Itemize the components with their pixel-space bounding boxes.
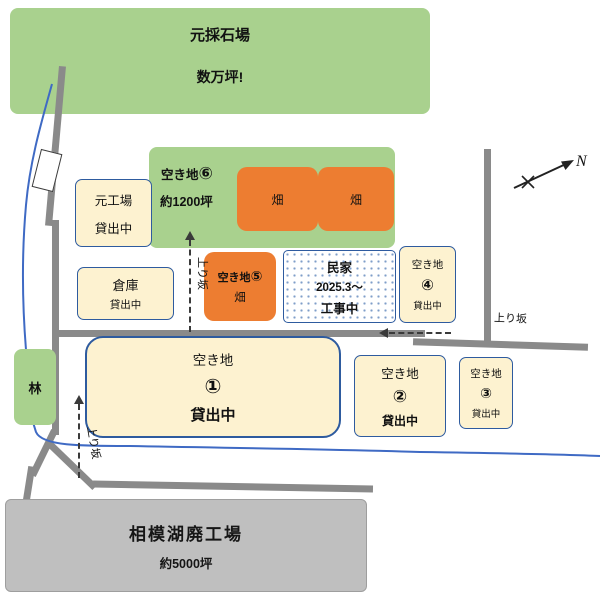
slope-arrow-mid-head-icon — [185, 231, 195, 240]
river-path — [22, 83, 600, 457]
abandoned-factory-size: 約5000坪 — [159, 556, 213, 571]
slope-label-mid: 上り坂 — [196, 257, 208, 290]
lot4: 空き地 ④ 貸出中 — [399, 246, 456, 323]
slope-arrow-right-head-icon — [379, 328, 388, 338]
area-former-quarry: 元採石場 数万坪! — [10, 8, 430, 114]
slope-arrow-left — [78, 404, 80, 478]
slope-arrow-right — [389, 332, 451, 334]
field-a: 畑 — [237, 167, 318, 231]
lot3: 空き地 ③ 貸出中 — [459, 357, 513, 429]
north-arrow-icon: N — [513, 153, 588, 189]
house-date: 2025.3〜 — [316, 281, 363, 294]
north-label: N — [575, 153, 588, 170]
abandoned-factory: 相模湖廃工場 約5000坪 — [5, 499, 367, 592]
quarry-name: 元採石場 — [189, 27, 250, 44]
abandoned-factory-name: 相模湖廃工場 — [129, 524, 243, 544]
lot6-number: ⑥ — [198, 164, 213, 183]
forest: 林 — [14, 349, 56, 425]
lot6-label-text: 空き地 — [161, 168, 199, 182]
road-main-horizontal — [53, 330, 425, 337]
slope-arrow-left-head-icon — [74, 395, 84, 404]
warehouse-name: 倉庫 — [112, 278, 139, 293]
lot4-status: 貸出中 — [413, 301, 442, 312]
former-factory-status: 貸出中 — [94, 221, 133, 236]
quarry-size: 数万坪! — [196, 69, 244, 85]
field-b: 畑 — [318, 167, 394, 231]
lot2: 空き地 ② 貸出中 — [354, 355, 446, 437]
lot6-size: 約1200坪 — [160, 195, 213, 209]
lot6-label: 空き地⑥ — [161, 164, 213, 184]
slope-arrow-mid — [189, 240, 191, 332]
lot4-number: ④ — [421, 277, 434, 294]
lot1-status: 貸出中 — [190, 407, 236, 424]
lot5: 空き地⑤ 畑 — [204, 252, 276, 321]
lot2-number: ② — [392, 387, 408, 406]
lot5-use: 畑 — [234, 292, 246, 304]
lot3-status: 貸出中 — [471, 409, 501, 420]
road-right-vertical — [484, 149, 491, 345]
former-factory: 元工場 貸出中 — [75, 179, 152, 247]
slope-label-right: 上り坂 — [493, 312, 528, 326]
lot1-label: 空き地 — [192, 353, 234, 368]
lot5-label: 空き地⑤ — [218, 268, 263, 285]
house-name: 民家 — [326, 260, 352, 275]
house-status: 工事中 — [320, 301, 359, 316]
lot5-number: ⑤ — [250, 268, 263, 284]
lot1: 空き地 ① 貸出中 — [85, 336, 341, 438]
road-left-vertical — [52, 220, 59, 435]
lot2-label: 空き地 — [381, 367, 419, 381]
lot3-number: ③ — [480, 385, 492, 401]
former-factory-name: 元工場 — [94, 193, 133, 208]
forest-label: 林 — [28, 380, 42, 396]
field-a-label: 畑 — [271, 192, 284, 207]
lot1-number: ① — [204, 376, 222, 398]
lot2-status: 貸出中 — [381, 414, 418, 428]
house-under-construction: 民家 2025.3〜 工事中 — [283, 250, 396, 323]
lot5-label-text: 空き地 — [217, 272, 251, 284]
field-b-label: 畑 — [349, 192, 362, 207]
warehouse-status: 貸出中 — [109, 299, 142, 311]
lot3-label: 空き地 — [470, 368, 502, 380]
warehouse: 倉庫 貸出中 — [77, 267, 174, 320]
lot4-label: 空き地 — [411, 259, 444, 271]
